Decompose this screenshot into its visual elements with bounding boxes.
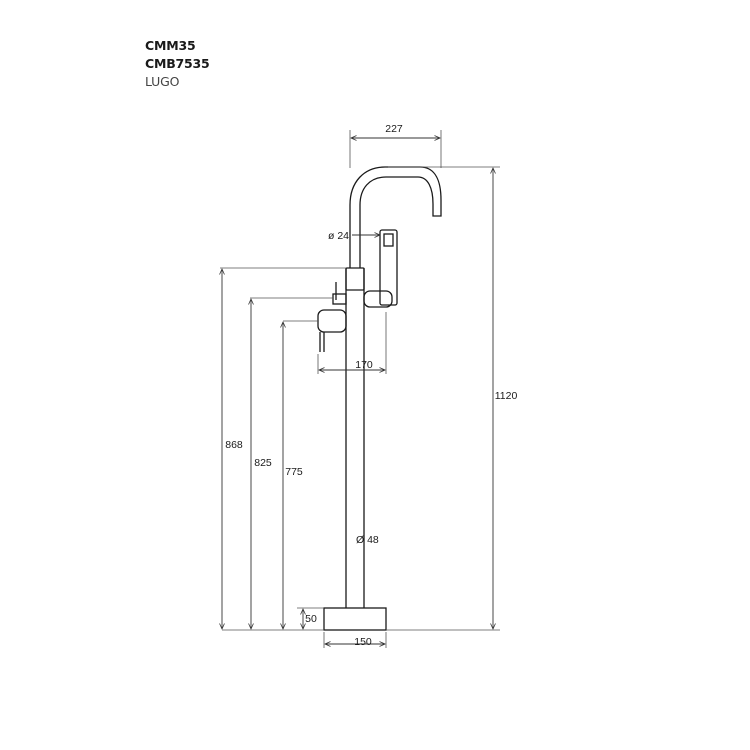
dim-label-base-width: 150: [354, 636, 372, 648]
extension-lines: [220, 130, 500, 648]
dim-label-868: 868: [225, 439, 243, 451]
dim-label-lever-reach: 170: [355, 359, 373, 371]
dim-label-base-height: 50: [305, 613, 317, 625]
dim-label-handset-diameter: ø 24: [328, 230, 349, 242]
handset-holder: [363, 290, 393, 308]
handset-body: [379, 229, 398, 306]
dim-label-total-height: 1120: [495, 390, 518, 402]
dimension-labels: 227 ø 24 170 1120 868 825 775 Ø 48 50 15…: [225, 123, 517, 648]
dim-label-825: 825: [254, 457, 272, 469]
product-code-secondary: CMB7535: [145, 56, 210, 71]
product-header: CMM35 CMB7535 LUGO: [145, 37, 210, 91]
dim-label-775: 775: [285, 466, 303, 478]
dimension-lines: [222, 138, 493, 644]
faucet-outline: [317, 166, 442, 631]
handset-head: [383, 233, 394, 247]
dim-label-spout-reach: 227: [385, 123, 403, 135]
product-model-name: LUGO: [145, 74, 180, 89]
dim-label-body-diameter: Ø 48: [356, 534, 379, 546]
upper-lever-base: [332, 293, 347, 305]
top-collar: [345, 267, 365, 291]
gooseneck-spout: [349, 166, 442, 268]
mixer-cylinder: [317, 309, 347, 333]
product-code-primary: CMM35: [145, 38, 196, 53]
base-plate: [323, 607, 387, 631]
